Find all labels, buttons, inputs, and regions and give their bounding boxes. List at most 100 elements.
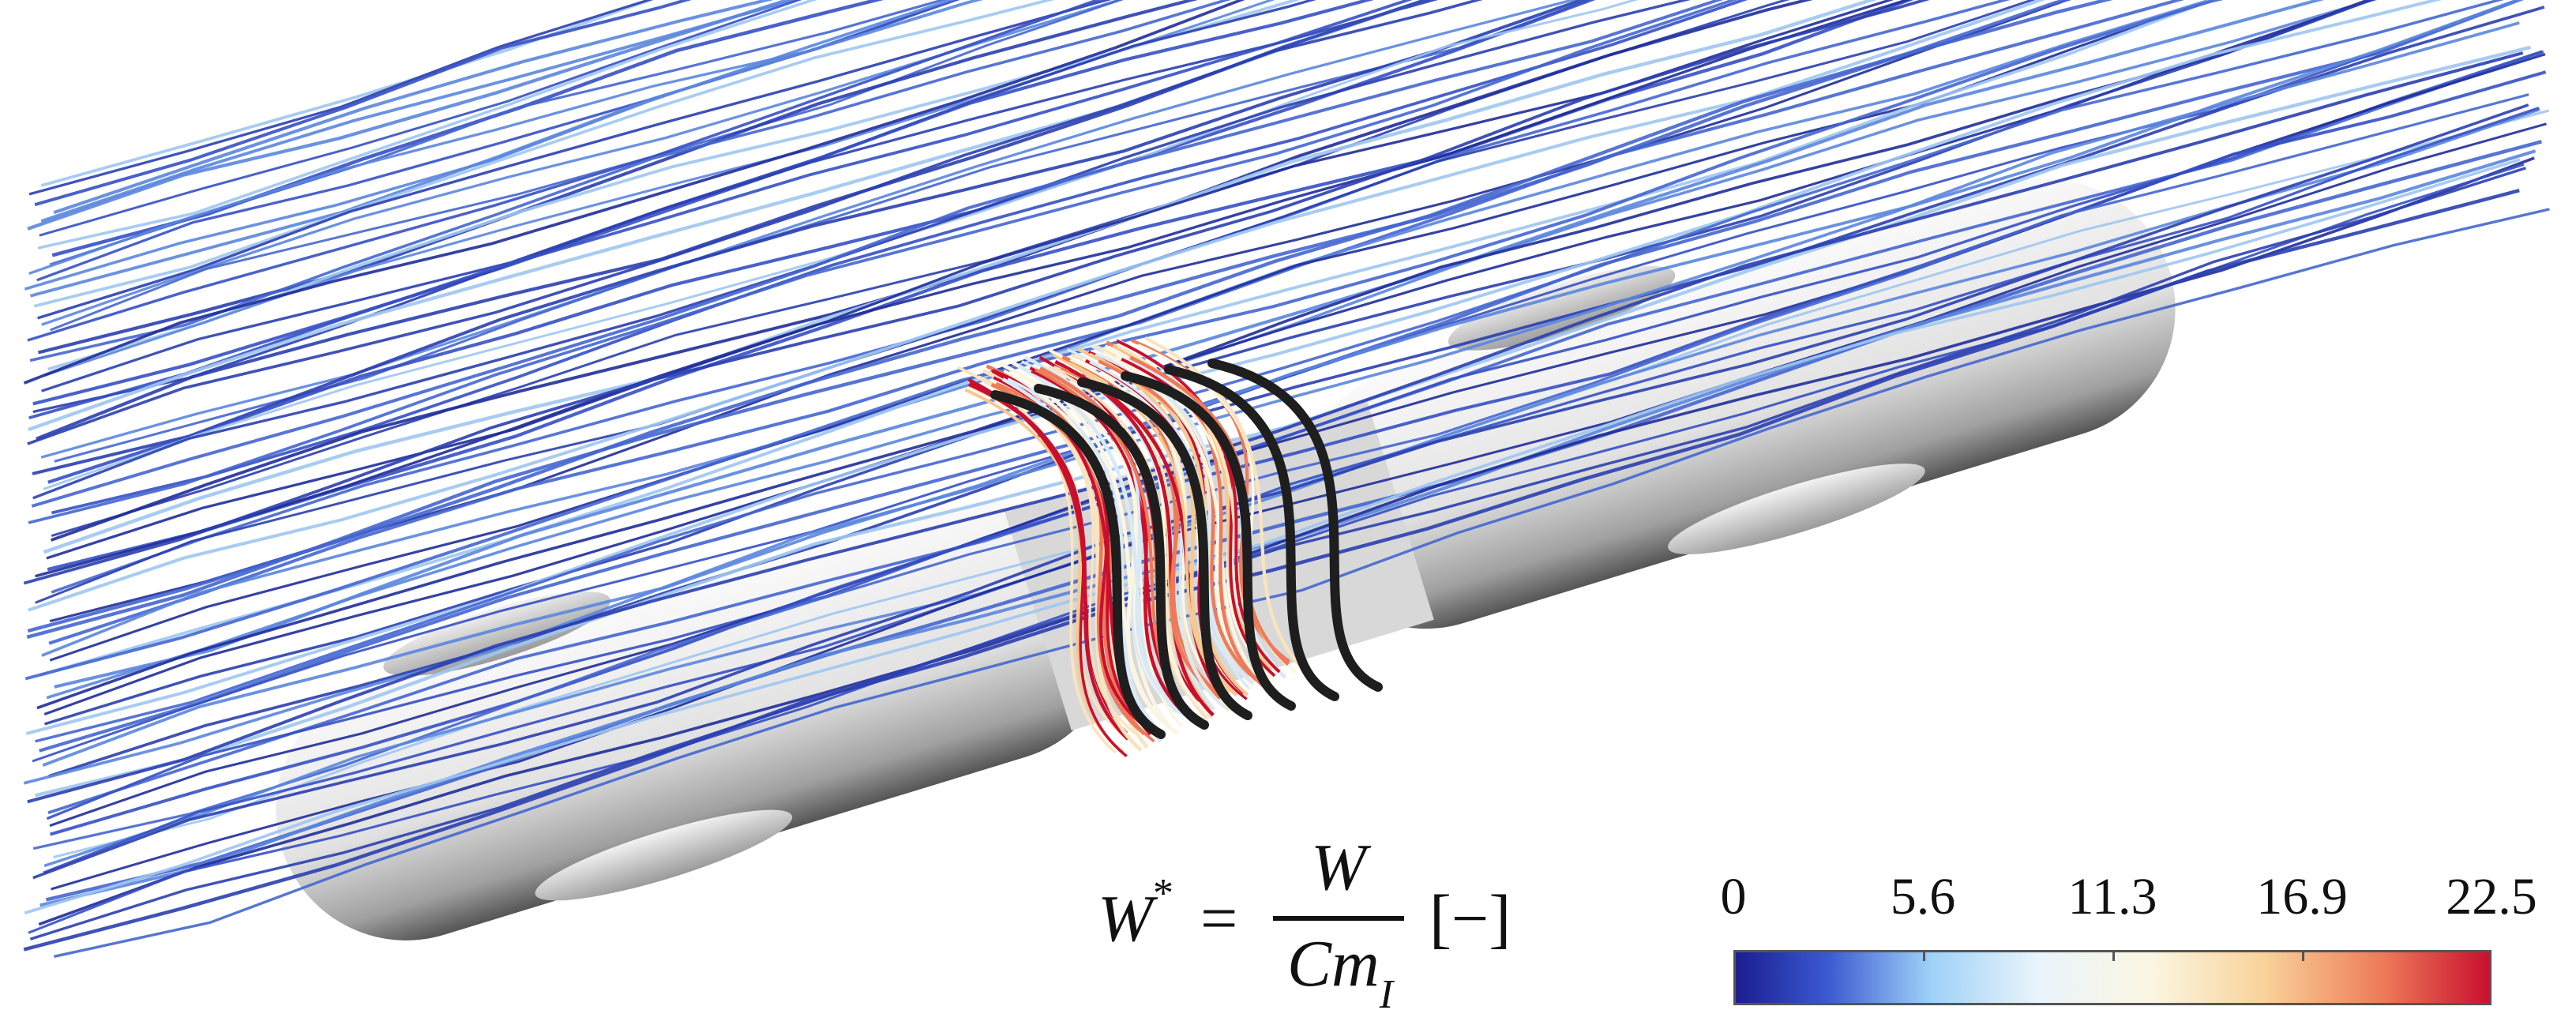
streamline: [46, 50, 2543, 820]
streamline: [32, 0, 1587, 475]
streamline: [36, 0, 960, 282]
rotor-streamline: [1095, 352, 1255, 685]
rotor-streamline: [1098, 359, 1258, 681]
colorbar-tick-2: 11.3: [2067, 868, 2157, 926]
formula-label: W* = W CmI [−]: [1098, 831, 1511, 1017]
streamline: [23, 189, 2520, 952]
colorbar-tickmark-3: [2302, 950, 2304, 961]
streamline: [40, 0, 800, 223]
formula-fraction-bar: [1273, 916, 1404, 921]
rotor-blade: [1207, 359, 1383, 692]
rotor-section: [957, 336, 1383, 757]
streamline: [35, 0, 1912, 578]
streamline: [43, 0, 1275, 377]
streamline: [29, 0, 983, 298]
streamlines-layer: [23, 0, 2550, 958]
colorbar-tickmark-1: [1923, 950, 1925, 961]
rotor-blade: [1034, 384, 1209, 730]
streamline: [23, 0, 1245, 385]
streamline: [31, 0, 1724, 508]
colorbar-tick-3: 16.9: [2256, 868, 2348, 926]
streamline: [42, 0, 2522, 768]
colorbar-tick-4: 22.5: [2446, 868, 2537, 926]
streamline: [29, 167, 2526, 941]
streamline: [32, 103, 2529, 880]
streamline: [51, 0, 1748, 515]
rotor-streamline: [964, 388, 1125, 754]
streamline: [25, 0, 2443, 735]
formula-equals: =: [1200, 882, 1238, 956]
rotor-streamline: [1007, 377, 1167, 738]
streamline: [24, 158, 2521, 914]
rotor-blade: [1121, 371, 1296, 711]
streamline: [49, 0, 948, 266]
streamline: [34, 0, 692, 207]
streamline: [47, 0, 1596, 484]
streamline: [50, 70, 2547, 836]
colorbar: 0 5.6 11.3 16.9 22.5: [1721, 867, 2537, 1009]
streamline: [28, 0, 653, 196]
streamline: [28, 0, 1738, 524]
streamline: [27, 0, 794, 231]
streamline: [43, 0, 2375, 726]
rotor-blade: [1077, 377, 1252, 720]
streamline: [27, 0, 1102, 342]
streamline: [54, 0, 2325, 689]
formula-lhs: W*: [1098, 871, 1173, 956]
streamline: [54, 0, 1592, 463]
streamline: [35, 0, 2036, 604]
formula-unit: [−]: [1429, 882, 1511, 956]
rotor-streamline: [957, 366, 1117, 754]
streamline: [50, 0, 1124, 332]
fin-left-top: [383, 591, 610, 677]
fin-right-top: [1448, 265, 1676, 351]
streamline: [23, 0, 1930, 585]
streamline: [28, 0, 1413, 420]
streamline: [43, 0, 1878, 554]
streamline: [37, 0, 1112, 320]
streamline: [46, 0, 1894, 560]
streamline: [24, 0, 956, 291]
streamline: [41, 0, 1124, 326]
streamline: [32, 0, 1691, 500]
rotor-streamline: [978, 375, 1137, 736]
rotor-streamline: [969, 380, 1129, 741]
hull-right-section: [1295, 178, 2176, 629]
streamline: [50, 0, 1813, 542]
streamline: [53, 0, 774, 215]
streamline: [24, 0, 2224, 681]
streamline: [41, 0, 1316, 392]
streamline: [43, 0, 1639, 490]
colorbar-tick-1: 5.6: [1890, 868, 1956, 926]
rotor-streamline: [986, 364, 1146, 736]
rotor-blade: [1164, 365, 1339, 701]
colorbar-tick-0: 0: [1720, 868, 1747, 926]
streamline: [26, 0, 2113, 640]
streamline: [46, 0, 2378, 700]
streamline: [27, 0, 2072, 633]
fin-right-bottom: [1668, 464, 1925, 554]
streamline: [47, 0, 1914, 572]
streamline: [43, 107, 2540, 874]
streamline: [36, 0, 1431, 441]
streamline: [40, 0, 1578, 459]
streamline: [27, 0, 1483, 445]
fin-left-bottom: [535, 809, 793, 901]
colorbar-tickmark-2: [2112, 950, 2115, 961]
streamline: [47, 0, 1301, 371]
streamline: [49, 0, 2216, 662]
rotor-streamline: [1068, 367, 1230, 705]
streamline: [27, 51, 2524, 804]
streamline: [54, 208, 2550, 958]
streamline: [28, 0, 2046, 612]
rotor-blade: [990, 390, 1166, 739]
streamline: [37, 0, 817, 250]
streamline: [43, 107, 2540, 868]
streamline: [33, 0, 1055, 308]
streamline: [28, 0, 959, 275]
rotor-streamline: [1011, 360, 1172, 728]
rotor-streamline: [1054, 360, 1215, 717]
streamline: [39, 0, 802, 237]
rotor-streamline: [1102, 351, 1263, 684]
